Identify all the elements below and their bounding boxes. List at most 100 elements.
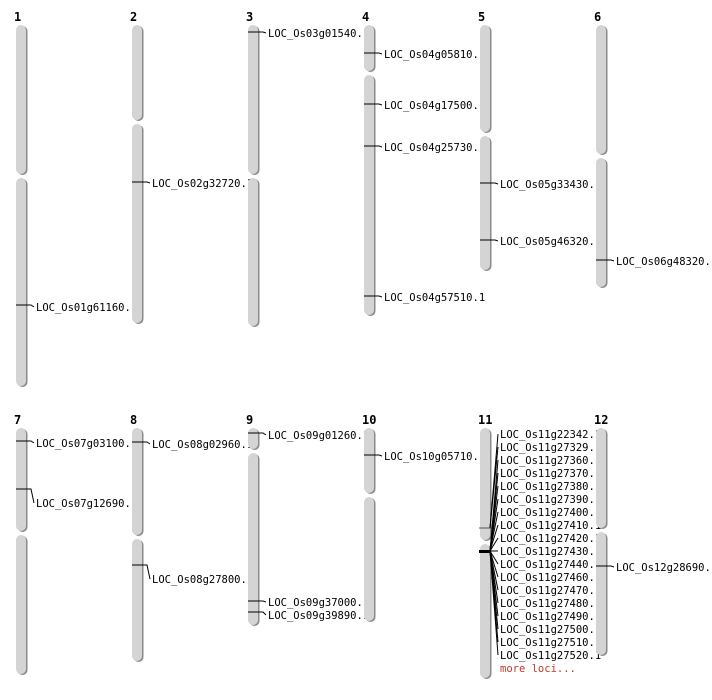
chromosome-number-label: 1 bbox=[14, 10, 21, 24]
locus-cluster-marker bbox=[479, 550, 491, 553]
chromosome-short-arm[interactable] bbox=[16, 25, 26, 174]
chromosome-long-arm[interactable] bbox=[16, 178, 26, 386]
locus-label[interactable]: LOC_Os09g01260.1 bbox=[268, 430, 369, 442]
locus-label[interactable]: LOC_Os05g46320.1 bbox=[500, 236, 601, 248]
chromosome-short-arm[interactable] bbox=[248, 25, 258, 174]
chromosome-long-arm[interactable] bbox=[596, 532, 606, 655]
locus-label[interactable]: LOC_Os11g27400.1 bbox=[500, 507, 601, 519]
locus-connector bbox=[489, 550, 499, 565]
chromosome-short-arm[interactable] bbox=[16, 428, 26, 531]
locus-label[interactable]: LOC_Os11g27520.1 bbox=[500, 650, 601, 662]
locus-label[interactable]: LOC_Os07g12690.1 bbox=[36, 498, 137, 510]
locus-marker bbox=[364, 454, 383, 457]
locus-label[interactable]: LOC_Os04g17500.1 bbox=[384, 100, 485, 112]
locus-marker bbox=[364, 103, 383, 106]
locus-marker bbox=[248, 31, 267, 34]
chromosome-short-arm[interactable] bbox=[596, 25, 606, 154]
locus-marker bbox=[248, 600, 267, 603]
locus-label[interactable]: LOC_Os11g27420.1 bbox=[500, 533, 601, 545]
chromosome-short-arm[interactable] bbox=[132, 428, 142, 535]
locus-label[interactable]: LOC_Os09g39890.1 bbox=[268, 610, 369, 622]
locus-marker bbox=[596, 565, 615, 568]
locus-marker bbox=[364, 295, 383, 298]
chromosome-long-arm[interactable] bbox=[480, 136, 490, 270]
locus-label[interactable]: LOC_Os11g27430.1 bbox=[500, 546, 601, 558]
chromosome-long-arm[interactable] bbox=[248, 178, 258, 326]
chromosome-number-label: 2 bbox=[130, 10, 137, 24]
chromosome-number-label: 9 bbox=[246, 413, 253, 427]
chromosome-long-arm[interactable] bbox=[364, 497, 374, 621]
locus-label[interactable]: LOC_Os04g57510.1 bbox=[384, 292, 485, 304]
locus-marker bbox=[16, 304, 35, 308]
chromosome-number-label: 7 bbox=[14, 413, 21, 427]
chromosome-number-label: 5 bbox=[478, 10, 485, 24]
chromosome-short-arm[interactable] bbox=[364, 428, 374, 493]
locus-label[interactable]: LOC_Os08g27800.1 bbox=[152, 574, 253, 586]
locus-label[interactable]: LOC_Os03g01540.1 bbox=[268, 28, 369, 40]
chromosome-long-arm[interactable] bbox=[132, 124, 142, 323]
locus-label[interactable]: LOC_Os02g32720.1 bbox=[152, 178, 253, 190]
chromosome-long-arm[interactable] bbox=[16, 535, 26, 674]
locus-label[interactable]: LOC_Os11g27510.1 bbox=[500, 637, 601, 649]
locus-marker bbox=[480, 239, 499, 242]
locus-marker bbox=[132, 441, 151, 445]
locus-label[interactable]: LOC_Os09g37000.1 bbox=[268, 597, 369, 609]
locus-marker bbox=[248, 432, 267, 436]
locus-label[interactable]: LOC_Os11g27470.1 bbox=[500, 585, 601, 597]
locus-label[interactable]: LOC_Os11g27490.1 bbox=[500, 611, 601, 623]
chromosome-short-arm[interactable] bbox=[596, 428, 606, 528]
chromosome-long-arm[interactable] bbox=[480, 544, 490, 678]
chromosome-number-label: 6 bbox=[594, 10, 601, 24]
locus-label[interactable]: LOC_Os04g05810.1 bbox=[384, 49, 485, 61]
locus-label[interactable]: LOC_Os01g61160.1 bbox=[36, 302, 137, 314]
locus-label[interactable]: LOC_Os11g22342.1 bbox=[500, 429, 601, 441]
locus-label[interactable]: LOC_Os11g27360.1 bbox=[500, 455, 601, 467]
chromosome-number-label: 3 bbox=[246, 10, 253, 24]
chromosome-short-arm[interactable] bbox=[248, 428, 258, 449]
locus-label[interactable]: LOC_Os12g28690.1 bbox=[616, 562, 712, 574]
chromosome-short-arm[interactable] bbox=[480, 25, 490, 132]
locus-label[interactable]: LOC_Os11g27329.1 bbox=[500, 442, 601, 454]
locus-marker bbox=[480, 182, 499, 185]
locus-label[interactable]: LOC_Os11g27390.1 bbox=[500, 494, 601, 506]
locus-label[interactable]: LOC_Os11g27370.1 bbox=[500, 468, 601, 480]
locus-label[interactable]: LOC_Os10g05710.1 bbox=[384, 451, 485, 463]
chromosome-number-label: 8 bbox=[130, 413, 137, 427]
chromosome-long-arm[interactable] bbox=[248, 453, 258, 625]
locus-label[interactable]: LOC_Os05g33430.1 bbox=[500, 179, 601, 191]
locus-marker bbox=[16, 440, 35, 444]
locus-label[interactable]: LOC_Os11g27440.1 bbox=[500, 559, 601, 571]
more-loci-link[interactable]: more loci... bbox=[500, 663, 576, 675]
chromosome-number-label: 10 bbox=[362, 413, 376, 427]
chromosome-long-arm[interactable] bbox=[132, 539, 142, 661]
chromosome-long-arm[interactable] bbox=[364, 75, 374, 315]
locus-connector bbox=[489, 524, 499, 552]
locus-marker bbox=[16, 488, 35, 504]
locus-marker bbox=[364, 52, 383, 55]
locus-connector bbox=[489, 511, 499, 552]
locus-label[interactable]: LOC_Os11g27410.1 bbox=[500, 520, 601, 532]
locus-label[interactable]: LOC_Os11g27500.1 bbox=[500, 624, 601, 636]
locus-label[interactable]: LOC_Os11g27380.1 bbox=[500, 481, 601, 493]
chromosome-number-label: 12 bbox=[594, 413, 608, 427]
locus-label[interactable]: LOC_Os11g27460.1 bbox=[500, 572, 601, 584]
locus-label[interactable]: LOC_Os06g48320.1 bbox=[616, 256, 712, 268]
chromosome-short-arm[interactable] bbox=[132, 25, 142, 120]
locus-marker bbox=[248, 611, 267, 616]
locus-label[interactable]: LOC_Os04g25730.1 bbox=[384, 142, 485, 154]
locus-connector bbox=[489, 446, 499, 529]
locus-label[interactable]: LOC_Os11g27480.1 bbox=[500, 598, 601, 610]
chromosome-number-label: 4 bbox=[362, 10, 369, 24]
chromosome-number-label: 11 bbox=[478, 413, 492, 427]
locus-marker bbox=[132, 564, 151, 580]
locus-label[interactable]: LOC_Os08g02960.1 bbox=[152, 439, 253, 451]
chromosome-short-arm[interactable] bbox=[480, 428, 490, 540]
chromosome-short-arm[interactable] bbox=[364, 25, 374, 71]
locus-marker bbox=[132, 181, 151, 184]
locus-label[interactable]: LOC_Os07g03100.1 bbox=[36, 438, 137, 450]
locus-connector bbox=[489, 550, 499, 656]
locus-marker bbox=[596, 259, 615, 262]
chromosome-long-arm[interactable] bbox=[596, 158, 606, 287]
locus-connector bbox=[489, 537, 499, 552]
